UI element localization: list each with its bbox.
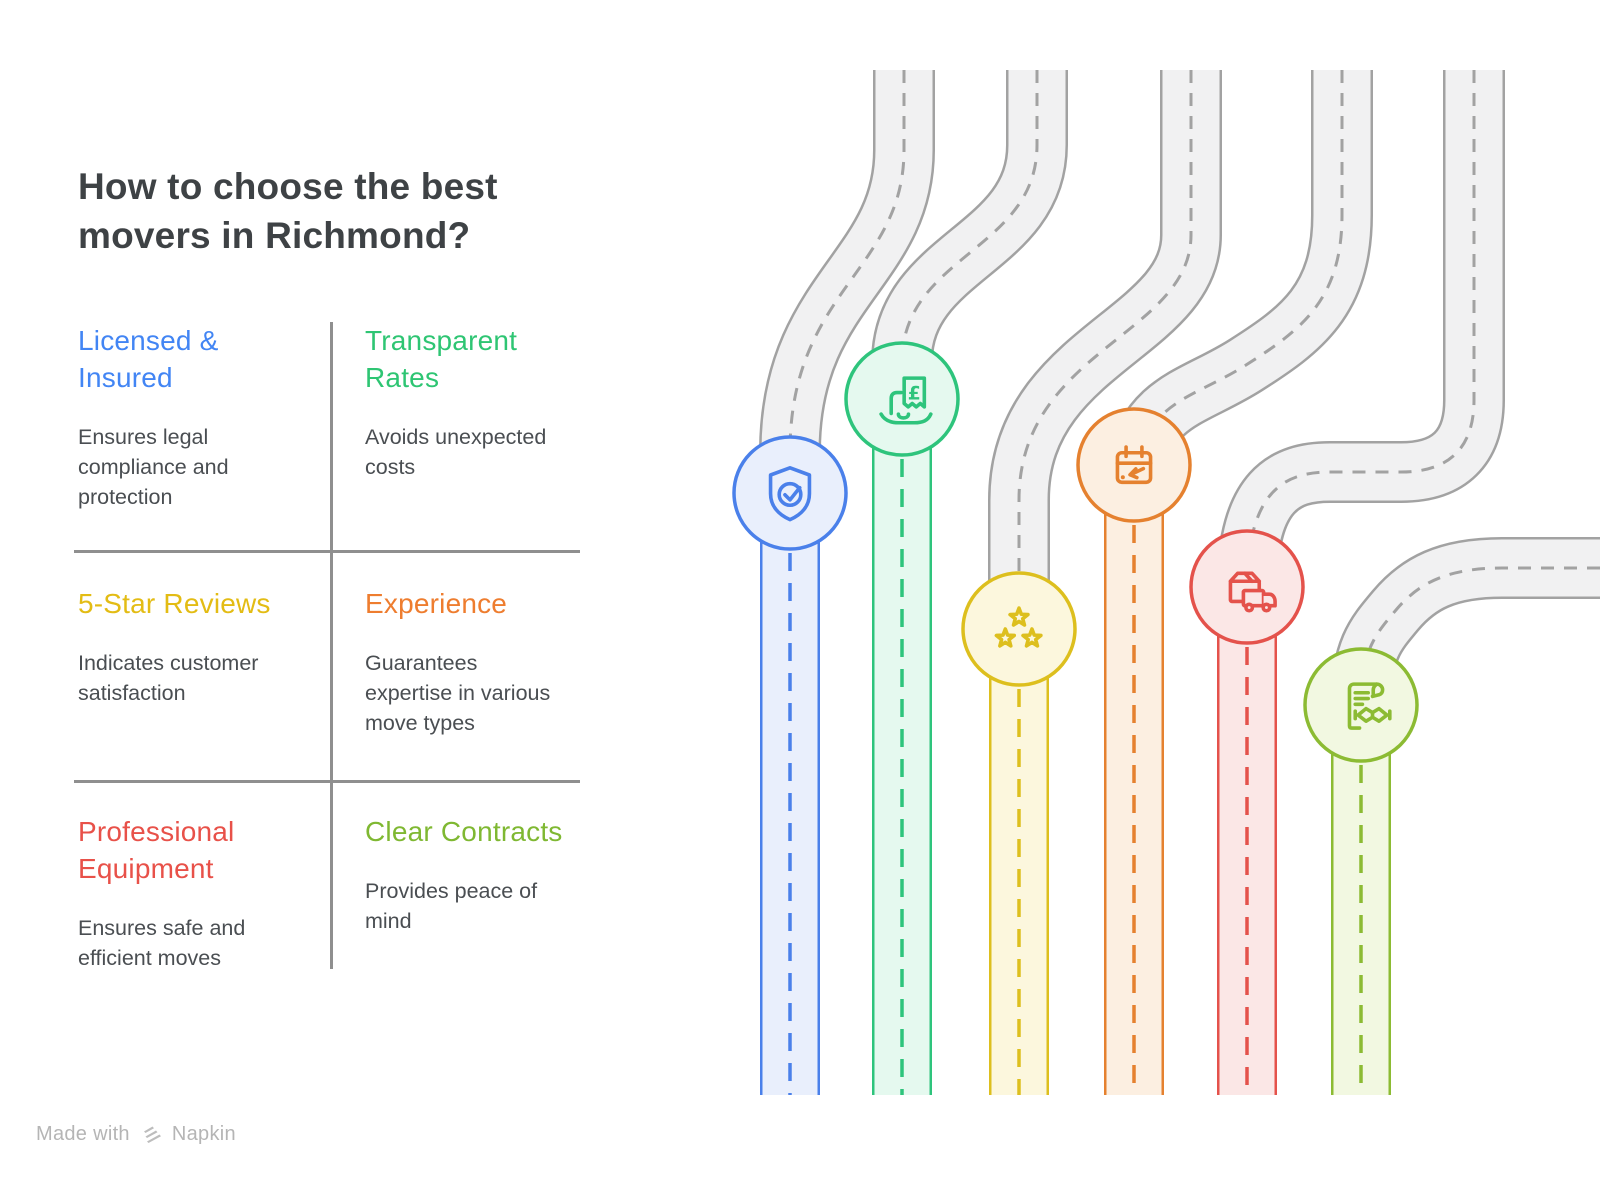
divider-horizontal-2 [74, 780, 580, 783]
node-clear-contracts [1303, 647, 1419, 763]
made-with-label: Made with [36, 1122, 130, 1145]
receipt-pound-icon: £ [879, 376, 933, 425]
calendar-arrow-icon [1115, 445, 1153, 485]
factor-body: Ensures legal compliance and protection [78, 425, 229, 509]
factor-cell-transparent-rates: Transparent Rates Avoids unexpected cost… [365, 322, 590, 482]
node-licensed-insured [732, 435, 848, 551]
factor-body: Guarantees expertise in various move typ… [365, 651, 551, 735]
factor-body: Provides peace of mind [365, 879, 538, 933]
factor-cell-five-star-reviews: 5-Star Reviews Indicates customer satisf… [78, 585, 318, 708]
factor-heading: 5-Star Reviews [78, 588, 271, 619]
page-title: How to choose the best movers in Richmon… [78, 166, 498, 256]
factor-body: Ensures safe and efficient moves [78, 916, 246, 970]
brand-label: Napkin [171, 1122, 236, 1145]
box-truck-icon [1228, 571, 1277, 613]
napkin-logo-icon [143, 1126, 161, 1143]
footer: Made with Napkin [36, 1122, 236, 1146]
node-professional-equipment [1189, 529, 1305, 645]
node-five-star-reviews [961, 571, 1077, 687]
contract-handshake-icon [1347, 682, 1392, 730]
divider-vertical [330, 322, 333, 969]
factor-cell-clear-contracts: Clear Contracts Provides peace of mind [365, 813, 590, 936]
milestone-nodes: £ [732, 341, 1419, 763]
factor-heading: Experience [365, 588, 508, 619]
factor-heading: Transparent Rates [365, 325, 518, 393]
factor-body: Avoids unexpected costs [365, 425, 547, 479]
factor-heading: Professional Equipment [78, 816, 235, 884]
factor-body: Indicates customer satisfaction [78, 651, 259, 705]
node-transparent-rates: £ [844, 341, 960, 457]
factor-cell-professional-equipment: Professional Equipment Ensures safe and … [78, 813, 318, 973]
svg-text:£: £ [908, 384, 921, 405]
five-stars-icon [994, 606, 1043, 648]
factor-cell-experience: Experience Guarantees expertise in vario… [365, 585, 590, 738]
divider-horizontal-1 [74, 550, 580, 553]
node-experience [1076, 407, 1192, 523]
factor-heading: Clear Contracts [365, 816, 563, 847]
shield-check-icon [768, 465, 812, 522]
factor-cell-licensed-insured: Licensed & Insured Ensures legal complia… [78, 322, 318, 512]
factor-heading: Licensed & Insured [78, 325, 219, 393]
